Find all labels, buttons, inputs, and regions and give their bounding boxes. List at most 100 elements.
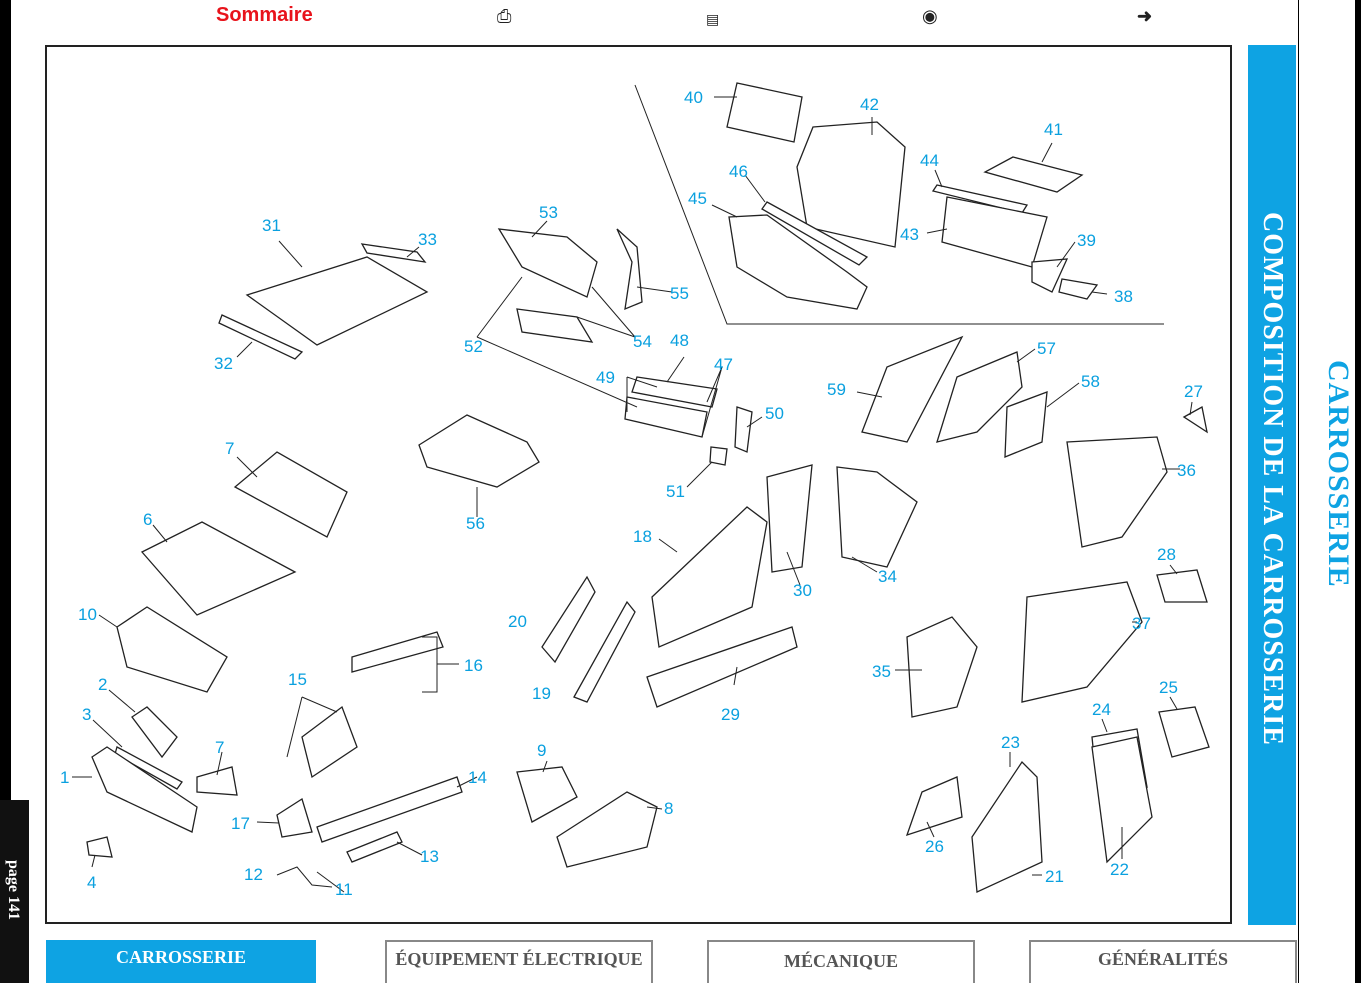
part-6-hood xyxy=(140,521,297,616)
label-28: 28 xyxy=(1157,545,1176,564)
part-17-bracket xyxy=(276,797,313,838)
part-number-labels: 40 42 41 44 43 39 38 46 45 31 33 32 53 5… xyxy=(60,88,1203,899)
part-39-rear-lamp xyxy=(1031,258,1069,293)
label-49: 49 xyxy=(596,368,615,387)
part-34-inner-quarter xyxy=(836,466,918,568)
page-number: page 141 xyxy=(5,860,22,920)
label-6: 6 xyxy=(143,510,152,529)
part-23-front-door xyxy=(971,760,1043,893)
part-22-rear-door xyxy=(1091,736,1153,864)
part-46-bumper-strip xyxy=(761,201,869,266)
part-42-tailgate xyxy=(796,121,906,248)
part-41-trunk-glass xyxy=(983,156,1084,193)
part-5-headlamp xyxy=(196,766,238,796)
leader-lines xyxy=(72,96,1193,893)
part-28-quarter-glass xyxy=(1156,569,1208,603)
part-16-rails xyxy=(351,631,444,673)
part-26-front-door-glass xyxy=(905,776,963,837)
part-1-front-bumper xyxy=(91,746,198,833)
label-47: 47 xyxy=(714,355,733,374)
tab-mecanique[interactable]: MÉCANIQUE xyxy=(707,940,975,983)
page-tab xyxy=(0,800,29,983)
search-icon[interactable]: ◉ xyxy=(922,6,938,26)
part-56-floor xyxy=(418,414,540,488)
label-41: 41 xyxy=(1044,120,1063,139)
part-58-wheel-arch xyxy=(1004,391,1048,458)
label-45: 45 xyxy=(688,189,707,208)
label-30: 30 xyxy=(793,581,812,600)
part-40-rear-glass xyxy=(726,82,803,143)
next-arrow-icon[interactable]: ➜ xyxy=(1137,6,1153,26)
part-15-apron xyxy=(301,705,358,779)
label-56: 56 xyxy=(466,514,485,533)
part-54-rear-cross xyxy=(516,308,594,343)
label-26: 26 xyxy=(925,837,944,856)
label-9: 9 xyxy=(537,741,546,760)
part-32-roof-bow xyxy=(218,314,304,360)
right-edge-bar xyxy=(1355,0,1361,983)
part-25-door-glass xyxy=(1158,706,1210,758)
print-icon[interactable]: ⎙ xyxy=(497,6,512,26)
part-2-grille xyxy=(131,706,178,759)
part-13-member xyxy=(346,831,403,863)
label-52: 52 xyxy=(464,337,483,356)
part-7-windshield xyxy=(233,451,348,538)
part-9-wheel-arch xyxy=(516,766,578,823)
label-24: 24 xyxy=(1092,700,1111,719)
label-40: 40 xyxy=(684,88,703,107)
tab-carrosserie[interactable]: CARROSSERIE xyxy=(46,940,316,983)
rear-section-divider xyxy=(634,84,1164,325)
label-4: 4 xyxy=(87,873,96,892)
part-4-fog-lamp xyxy=(86,836,113,858)
part-33-roof-rail xyxy=(360,243,427,263)
part-51-bracket xyxy=(709,446,728,466)
label-38: 38 xyxy=(1114,287,1133,306)
left-edge-bar xyxy=(0,0,11,983)
label-20: 20 xyxy=(508,612,527,631)
label-8: 8 xyxy=(664,799,673,818)
label-23: 23 xyxy=(1001,733,1020,752)
label-7: 7 xyxy=(225,439,234,458)
label-17: 17 xyxy=(231,814,250,833)
label-1: 1 xyxy=(60,768,69,787)
preview-icon[interactable]: ▤ xyxy=(706,11,720,27)
label-2: 2 xyxy=(98,675,107,694)
part-30-b-pillar xyxy=(766,464,813,573)
part-35-inner-quarter xyxy=(906,616,978,718)
label-13: 13 xyxy=(420,847,439,866)
label-10: 10 xyxy=(78,605,97,624)
label-55: 55 xyxy=(670,284,689,303)
tab-equipement-electrique[interactable]: ÉQUIPEMENT ÉLECTRIQUE xyxy=(385,940,653,983)
part-8-front-wing xyxy=(556,791,658,868)
label-12: 12 xyxy=(244,865,263,884)
diagram-frame xyxy=(45,45,1232,924)
label-34: 34 xyxy=(878,567,897,586)
label-37: 37 xyxy=(1132,614,1151,633)
label-22: 22 xyxy=(1110,860,1129,879)
label-31: 31 xyxy=(262,216,281,235)
label-59: 59 xyxy=(827,380,846,399)
part-59-inner-panel xyxy=(861,335,964,443)
part-37-quarter-panel xyxy=(1021,581,1143,703)
label-51: 51 xyxy=(666,482,685,501)
label-15: 15 xyxy=(288,670,307,689)
label-43: 43 xyxy=(900,225,919,244)
label-32: 32 xyxy=(214,354,233,373)
sommaire-link[interactable]: Sommaire xyxy=(216,4,313,26)
part-19-a-pillar xyxy=(573,600,636,703)
label-21: 21 xyxy=(1045,867,1064,886)
label-27: 27 xyxy=(1184,382,1203,401)
label-48: 48 xyxy=(670,331,689,350)
label-19: 19 xyxy=(532,684,551,703)
tab-generalites[interactable]: GÉNÉRALITÉS xyxy=(1029,940,1297,983)
label-16: 16 xyxy=(464,656,483,675)
part-57-inner-wheel xyxy=(936,351,1023,443)
part-20-a-pillar xyxy=(541,575,596,664)
section-band xyxy=(1248,45,1296,925)
label-25: 25 xyxy=(1159,678,1178,697)
part-38-rear-lamp xyxy=(1058,278,1099,300)
section-band-title: COMPOSITION DE LA CARROSSERIE xyxy=(1257,212,1288,746)
label-42: 42 xyxy=(860,95,879,114)
part-45-rear-bumper xyxy=(728,214,868,310)
label-33: 33 xyxy=(418,230,437,249)
